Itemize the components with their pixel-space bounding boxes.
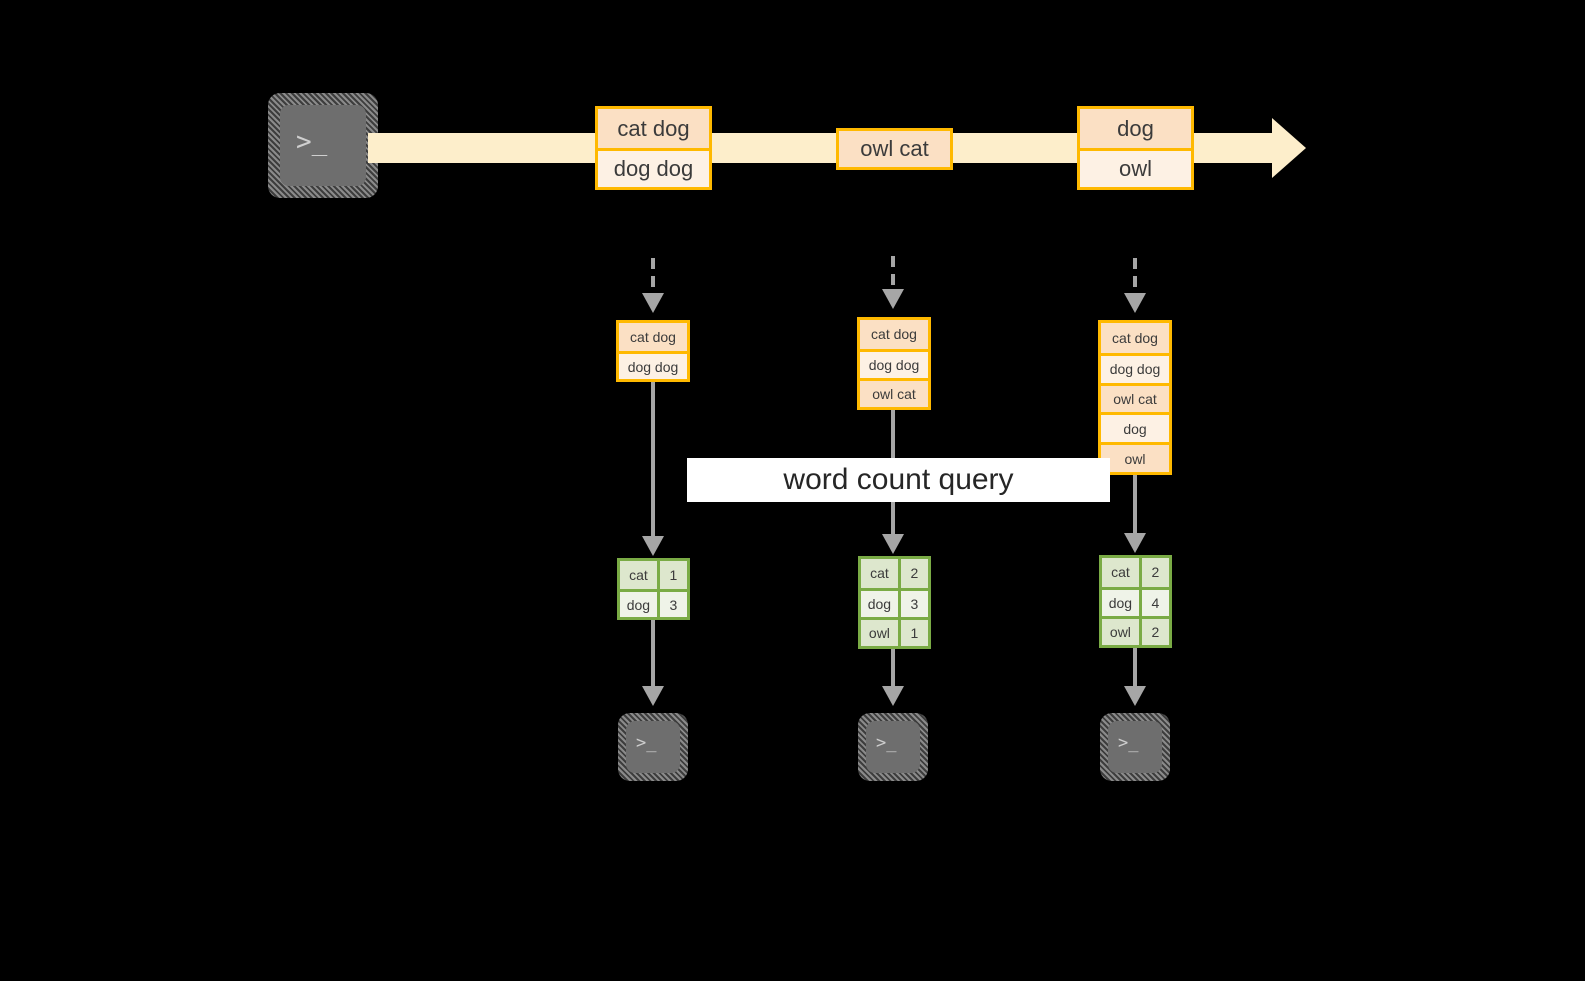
consumer-terminal-icon: >_ [858,713,928,781]
stream-message[interactable]: cat dog dog dog [595,106,712,190]
snapshot-table[interactable]: cat dog dog dog [616,320,690,382]
terminal-prompt-text: >_ [296,127,328,157]
consumer-terminal-icon: >_ [618,713,688,781]
snapshot-row: dog dog [860,348,928,378]
stream-message-row: dog dog [598,148,709,187]
result-count-cell: 1 [656,561,687,589]
snapshot-to-result-arrowhead [642,536,664,556]
producer-terminal-icon: >_ [268,93,378,198]
result-count-cell: 2 [1138,618,1169,645]
query-label-text: word count query [783,463,1014,496]
result-word-cell: dog [1102,589,1139,616]
stream-to-snapshot-dashed-line [1133,258,1137,294]
result-word-cell: owl [861,619,898,646]
result-to-consumer-line [651,620,655,687]
snapshot-row: owl [1101,442,1169,472]
result-word-cell: cat [861,559,898,588]
result-row: cat 2 [1102,558,1169,587]
result-count-cell: 1 [897,619,928,646]
stream-to-snapshot-arrowhead [642,293,664,313]
terminal-prompt-text: >_ [1118,733,1139,753]
snapshot-to-result-arrowhead [1124,533,1146,553]
stream-to-snapshot-arrowhead [882,289,904,309]
result-row: dog 3 [620,589,687,617]
result-count-cell: 2 [1138,558,1169,587]
result-word-cell: dog [861,590,898,617]
snapshot-row: dog dog [1101,352,1169,383]
result-word-cell: owl [1102,618,1139,645]
result-row: dog 4 [1102,586,1169,616]
terminal-screen [866,721,920,773]
stream-to-snapshot-dashed-line [651,258,655,294]
terminal-prompt-text: >_ [636,733,657,753]
snapshot-table[interactable]: cat dog dog dog owl cat [857,317,931,410]
snapshot-to-result-line [1133,475,1137,534]
terminal-screen [280,105,366,186]
snapshot-row: cat dog [860,320,928,349]
event-stream-arrowhead [1272,118,1306,178]
stream-message-row: cat dog [598,109,709,148]
snapshot-to-result-line [651,382,655,537]
result-to-consumer-line [891,649,895,687]
result-to-consumer-line [1133,648,1137,687]
result-count-cell: 2 [897,559,928,588]
result-count-cell: 3 [897,590,928,617]
result-to-consumer-arrowhead [882,686,904,706]
snapshot-row: cat dog [619,323,687,351]
result-row: dog 3 [861,587,928,617]
result-count-cell: 3 [656,592,687,617]
result-word-cell: cat [1102,558,1139,587]
result-row: owl 2 [1102,615,1169,645]
stream-to-snapshot-dashed-line [891,256,895,290]
snapshot-row: owl cat [860,377,928,407]
result-word-cell: dog [620,592,657,617]
result-to-consumer-arrowhead [642,686,664,706]
snapshot-row: dog [1101,412,1169,443]
stream-to-snapshot-arrowhead [1124,293,1146,313]
result-row: owl 1 [861,616,928,646]
result-word-cell: cat [620,561,657,589]
snapshot-to-result-arrowhead [882,534,904,554]
query-label-band: word count query [687,458,1110,502]
stream-message[interactable]: owl cat [836,128,953,170]
terminal-screen [626,721,680,773]
terminal-screen [1108,721,1162,773]
result-table[interactable]: cat 1 dog 3 [617,558,690,620]
snapshot-row: dog dog [619,351,687,379]
result-row: cat 1 [620,561,687,589]
result-table[interactable]: cat 2 dog 3 owl 1 [858,556,931,649]
result-to-consumer-arrowhead [1124,686,1146,706]
result-count-cell: 4 [1138,589,1169,616]
snapshot-table[interactable]: cat dog dog dog owl cat dog owl [1098,320,1172,475]
stream-message[interactable]: dog owl [1077,106,1194,190]
terminal-prompt-text: >_ [876,733,897,753]
result-table[interactable]: cat 2 dog 4 owl 2 [1099,555,1172,648]
consumer-terminal-icon: >_ [1100,713,1170,781]
result-row: cat 2 [861,559,928,588]
snapshot-row: owl cat [1101,382,1169,413]
stream-message-row: owl cat [839,131,950,167]
snapshot-row: cat dog [1101,323,1169,353]
stream-message-row: owl [1080,148,1191,187]
stream-message-row: dog [1080,109,1191,148]
